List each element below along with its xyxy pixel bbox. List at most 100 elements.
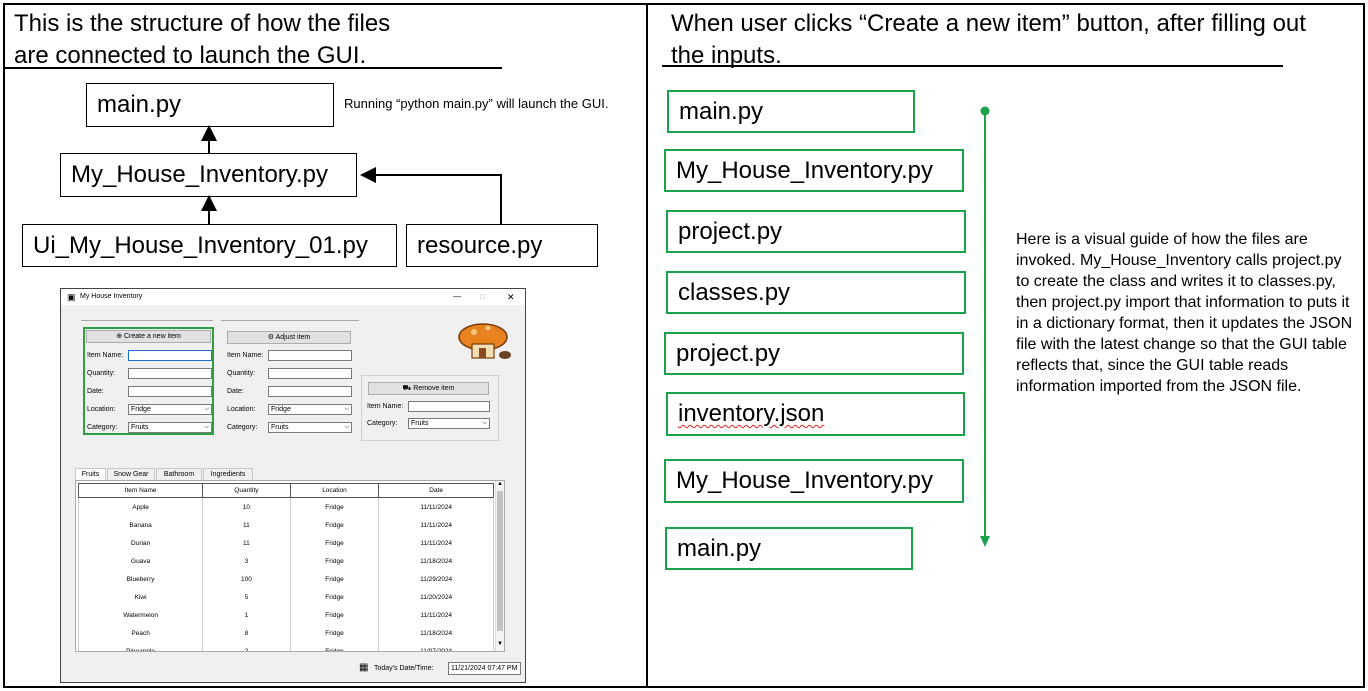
scroll-down-arrow[interactable]: ▼ xyxy=(497,641,503,647)
left-title-line2: are connected to launch the GUI. xyxy=(14,42,367,69)
create-quantity-input[interactable] xyxy=(128,368,212,379)
remove-item-label: Remove item xyxy=(413,385,455,392)
table-cell: Apple xyxy=(78,497,204,517)
calendar-icon: ▦ xyxy=(359,662,369,673)
create-label-item-name: Item Name: xyxy=(87,352,124,359)
remove-item-button[interactable]: ⛟ Remove item xyxy=(368,382,489,395)
table-cell: 11/18/2024 xyxy=(378,552,494,571)
table-cell: 11/20/2024 xyxy=(378,588,494,607)
adjust-quantity-input[interactable] xyxy=(268,368,352,379)
datetime-label: Today's Date/Time: xyxy=(374,665,434,672)
table-cell: 2 xyxy=(202,642,291,651)
table-cell: Fridge xyxy=(289,588,380,607)
scroll-up-arrow[interactable]: ▲ xyxy=(497,481,503,487)
create-location-select[interactable]: Fridge xyxy=(128,404,212,415)
scroll-thumb[interactable] xyxy=(497,491,503,631)
step-main-end: main.py xyxy=(665,527,913,570)
table-cell: 11/11/2024 xyxy=(378,516,494,535)
table-cell: Watermelon xyxy=(78,606,204,625)
step-inventory-json: inventory.json xyxy=(666,392,965,436)
table-cell: 11/29/2024 xyxy=(378,570,494,589)
maximize-icon[interactable]: □ xyxy=(480,292,485,301)
run-note: Running “python main.py” will launch the… xyxy=(344,96,609,111)
adjust-label-item-name: Item Name: xyxy=(227,352,264,359)
table-cell: 11/11/2024 xyxy=(378,606,494,625)
remove-item-name-input[interactable] xyxy=(408,401,490,412)
adjust-date-input[interactable] xyxy=(268,386,352,397)
remove-label-category: Category: xyxy=(367,420,398,427)
create-item-button[interactable]: ⊕ Create a new item xyxy=(86,330,211,343)
table-cell: Fridge xyxy=(289,497,380,517)
table-scrollbar[interactable]: ▲ ▼ xyxy=(495,481,504,651)
tab-snow-gear[interactable]: Snow Gear xyxy=(107,468,155,480)
column-header[interactable]: Item Name xyxy=(78,483,204,498)
create-label-location: Location: xyxy=(87,406,116,413)
mushroom-house-logo xyxy=(458,323,511,359)
flow-arrow xyxy=(980,106,990,547)
minimize-icon[interactable]: — xyxy=(453,292,461,301)
create-label-date: Date: xyxy=(87,388,104,395)
table-cell: 11/11/2024 xyxy=(378,497,494,517)
create-item-name-input[interactable] xyxy=(128,350,212,361)
adjust-item-name-input[interactable] xyxy=(268,350,352,361)
step-project-create: project.py xyxy=(666,210,966,253)
table-cell: 3 xyxy=(202,552,291,571)
tab-ingredients[interactable]: Ingredients xyxy=(203,468,253,480)
table-cell: Fridge xyxy=(289,534,380,553)
column-header[interactable]: Quantity xyxy=(202,483,291,498)
adjust-item-button[interactable]: ⚙ Adjust item xyxy=(227,331,351,344)
table-cell: Fridge xyxy=(289,516,380,535)
tab-bathroom[interactable]: Bathroom xyxy=(156,468,202,480)
separator xyxy=(221,320,359,321)
adjust-label-quantity: Quantity: xyxy=(227,370,256,377)
adjust-location-select[interactable]: Fridge xyxy=(268,404,352,415)
column-header[interactable]: Location xyxy=(289,483,380,498)
adjust-label-location: Location: xyxy=(227,406,256,413)
node-inventory: My_House_Inventory.py xyxy=(60,153,357,197)
adjust-category-select[interactable]: Fruits xyxy=(268,422,352,433)
table-cell: 5 xyxy=(202,588,291,607)
create-label-quantity: Quantity: xyxy=(87,370,116,377)
tab-bar: Fruits Snow Gear Bathroom Ingredients xyxy=(75,468,515,480)
table-cell: 11/18/2024 xyxy=(378,624,494,643)
remove-category-select[interactable]: Fruits xyxy=(408,418,490,429)
arrow-resource-to-inventory xyxy=(360,167,502,224)
truck-icon: ⛟ xyxy=(402,385,414,392)
create-date-input[interactable] xyxy=(128,386,212,397)
node-ui: Ui_My_House_Inventory_01.py xyxy=(22,224,397,267)
create-category-select[interactable]: Fruits xyxy=(128,422,212,433)
adjust-item-label: Adjust item xyxy=(275,334,311,341)
window-title: My House Inventory xyxy=(80,293,143,300)
create-form-highlight xyxy=(83,327,214,435)
table-cell: Fridge xyxy=(289,624,380,643)
table-cell: 11 xyxy=(202,534,291,553)
table-cell: 11 xyxy=(202,516,291,535)
tab-fruits[interactable]: Fruits xyxy=(75,468,106,480)
right-title-underline xyxy=(662,65,1283,67)
table-cell: Guava xyxy=(78,552,204,571)
right-title-line2: the inputs. xyxy=(671,42,782,69)
flow-description: Here is a visual guide of how the files … xyxy=(1016,231,1353,395)
gui-window: ▣ My House Inventory — □ ✕ ⊕ Create a ne… xyxy=(60,288,526,683)
table-cell: 11/11/2024 xyxy=(378,534,494,553)
inventory-json-label: inventory.json xyxy=(678,400,825,427)
left-title-line1: This is the structure of how the files xyxy=(14,10,391,37)
step-main-start: main.py xyxy=(667,90,915,133)
right-title-line1: When user clicks “Create a new item” but… xyxy=(671,10,1306,37)
close-icon[interactable]: ✕ xyxy=(507,292,515,302)
table-cell: Fridge xyxy=(289,552,380,571)
adjust-icon: ⚙ xyxy=(267,334,276,341)
table-cell: Blueberry xyxy=(78,570,204,589)
column-header[interactable]: Date xyxy=(378,483,494,498)
datetime-field: 11/21/2024 07:47 PM xyxy=(448,662,521,675)
